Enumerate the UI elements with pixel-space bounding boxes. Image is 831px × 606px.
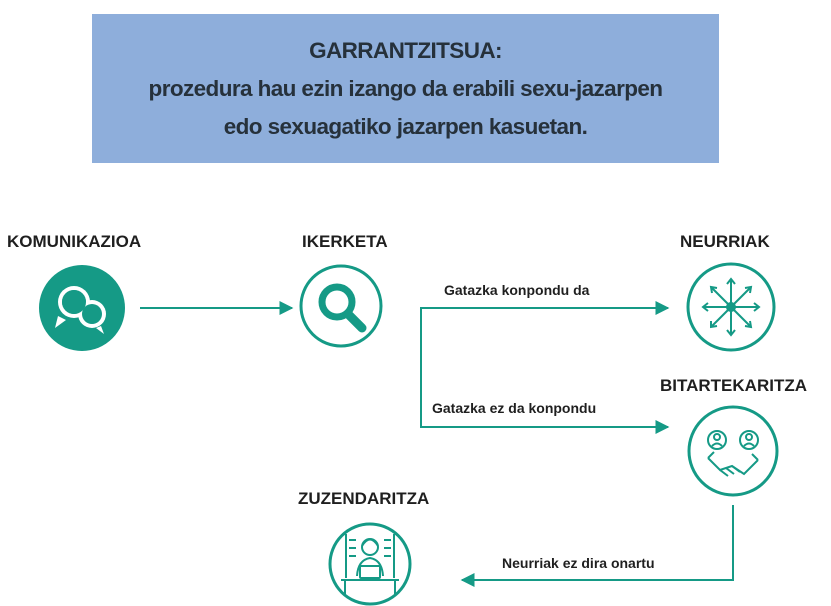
label-bitartekaritza: BITARTEKARITZA [660, 376, 807, 395]
magnifier-icon [299, 264, 383, 348]
edge-label-not-accepted: Neurriak ez dira onartu [502, 555, 655, 571]
banner-line: edo sexuagatiko jazarpen kasuetan. [223, 113, 588, 139]
person-at-desk-icon [328, 522, 412, 606]
edge-resolved [420, 301, 670, 398]
label-komunikazioa: KOMUNIKAZIOA [7, 232, 142, 251]
chat-bubbles-icon [39, 265, 125, 351]
banner-line: prozedura hau ezin izango da erabili sex… [148, 75, 663, 101]
edge-not-resolved [420, 398, 670, 434]
arrows-expand-icon [686, 262, 776, 352]
edge-not-accepted [460, 505, 734, 587]
handshake-icon [687, 405, 779, 497]
edge-label-resolved: Gatazka konpondu da [444, 282, 590, 298]
label-zuzendaritza: ZUZENDARITZA [298, 489, 430, 508]
banner-title: GARRANTZITSUA: [309, 37, 502, 63]
warning-banner: GARRANTZITSUA: prozedura hau ezin izango… [92, 14, 719, 163]
label-neurriak: NEURRIAK [680, 232, 770, 251]
label-ikerketa: IKERKETA [302, 232, 388, 251]
edge-label-not-resolved: Gatazka ez da konpondu [432, 400, 597, 416]
